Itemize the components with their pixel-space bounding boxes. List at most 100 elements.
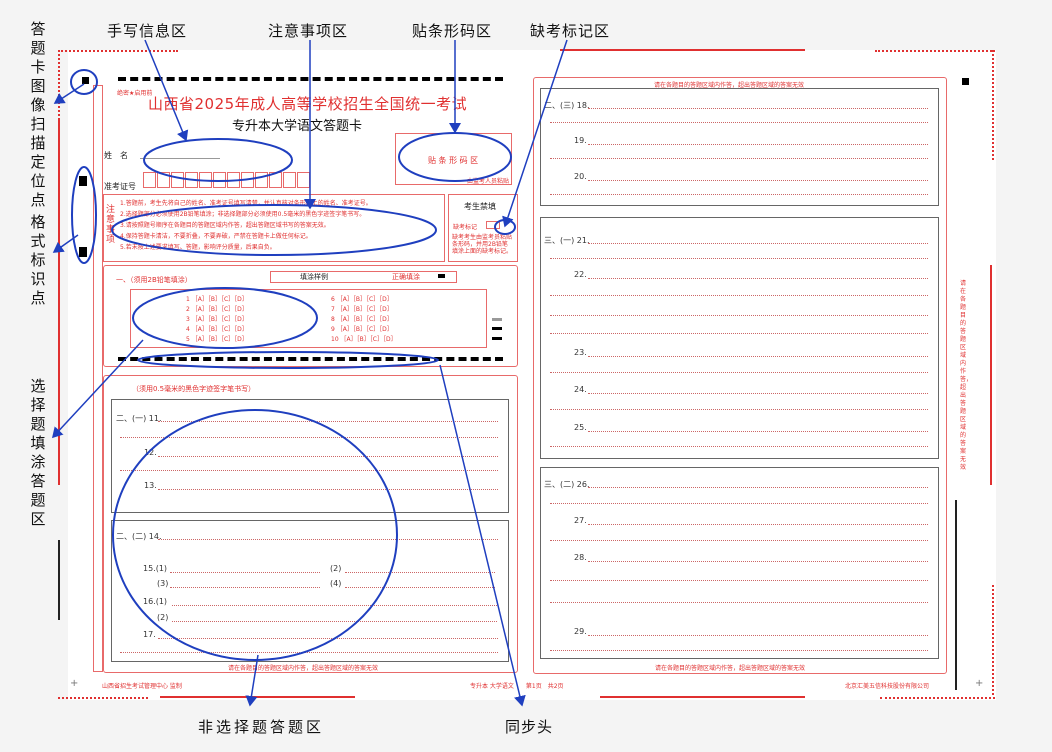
q15-2: (2) [330, 564, 342, 573]
arrow-sync [439, 364, 526, 707]
callout-barcode: 贴条形码区 [412, 22, 493, 40]
q16-1: 16.(1) [143, 597, 168, 606]
choice-row[interactable]: 4 ［A］［B］［C］［D］ [186, 326, 248, 333]
choice-row[interactable]: 3 ［A］［B］［C］［D］ [186, 316, 248, 323]
q12: 12. [144, 448, 157, 457]
sheet-title: 山西省2025年成人高等学校招生全国统一考试 [148, 95, 468, 113]
frame-line-right [990, 265, 992, 485]
choice-mark [492, 327, 502, 330]
frame-line-bottom-right [600, 696, 805, 698]
barcode-sub: 由监考人员粘贴 [467, 178, 510, 185]
sync-dashes [118, 357, 503, 361]
absent-mark-box[interactable] [486, 221, 500, 229]
ellipse-handwriting [143, 138, 293, 182]
arrow-non-choice [245, 654, 259, 707]
answer-line [120, 470, 498, 471]
arrow-absent [502, 39, 568, 228]
q22: 22. [574, 270, 587, 279]
choice-row[interactable]: 8 ［A］［B］［C］［D］ [331, 316, 393, 323]
answer-line [172, 605, 497, 606]
answer-line [550, 650, 928, 651]
left-margin-strip [93, 85, 103, 672]
ellipse-barcode [398, 132, 512, 182]
absent-note: 缺考考生由监考员粘贴条形码，并用2B铅笔填涂上面的缺考标记。 [452, 234, 513, 255]
correct-fill-sample [438, 274, 445, 278]
answer-line [158, 421, 498, 422]
barcode-area [395, 133, 512, 185]
choice-row[interactable]: 10 ［A］［B］［C］［D］ [331, 336, 397, 343]
answer-line [172, 621, 497, 622]
frame-dots-top-left [58, 50, 178, 52]
bottom-warning-right: 请在各题目的答题区域内作答，超出答题区域的答案无效 [655, 665, 806, 672]
answer-box-2-1[interactable] [111, 399, 509, 513]
answer-line [550, 158, 928, 159]
arrow-handwriting [144, 39, 189, 142]
ellipse-absent [494, 219, 516, 235]
choice-row[interactable]: 7 ［A］［B］［C］［D］ [331, 306, 393, 313]
answer-line [158, 638, 498, 639]
note-item: 3.请按照题号顺序在各题目的答题区域内作答，超出答题区域书写的答案无效。 [120, 222, 330, 229]
answer-box-3-2[interactable] [540, 467, 939, 659]
ellipse-scan-locator [70, 69, 98, 95]
absent-label: 缺考标记 [453, 224, 478, 231]
section-2-2: 二、(二) 14. [116, 532, 162, 541]
answer-line [588, 524, 928, 525]
answer-line [170, 587, 320, 588]
answer-line [550, 372, 928, 373]
q23: 23. [574, 348, 587, 357]
right-column [533, 77, 947, 674]
answer-line [550, 315, 928, 316]
fill-example-label: 填涂样例 [300, 273, 328, 281]
choice-grid [130, 289, 487, 348]
q24: 24. [574, 385, 587, 394]
frame-dots-right-top [992, 50, 994, 160]
side-warning: 请在各题目的答题区域内作答，超出答题区域的答案无效 [960, 280, 973, 471]
section-2-1: 二、(一) 11. [116, 414, 162, 423]
answer-line [588, 431, 928, 432]
answer-line [550, 503, 928, 504]
absent-box [448, 194, 518, 262]
choice-row[interactable]: 6 ［A］［B］［C］［D］ [331, 296, 393, 303]
correct-fill-label: 正确填涂 [392, 273, 420, 281]
choice-row[interactable]: 1 ［A］［B］［C］［D］ [186, 296, 248, 303]
frame-dots-top-right [875, 50, 995, 52]
callout-sync: 同步头 [505, 718, 554, 736]
right-top-warning: 请在各题目的答题区域内作答，超出答题区域的答案无效 [654, 82, 805, 89]
choice-heading: 一、（须用2B铅笔填涂） [116, 276, 192, 284]
q15-1: 15.(1) [143, 564, 168, 573]
notes-box [103, 194, 445, 262]
format-mark-top [79, 176, 87, 186]
frame-dots-bottom-right [880, 697, 995, 699]
answer-line [550, 194, 928, 195]
ellipse-format-mark [71, 166, 97, 264]
answer-line [588, 487, 928, 488]
choice-row[interactable]: 5 ［A］［B］［C］［D］ [186, 336, 248, 343]
answer-line [158, 456, 498, 457]
answer-line [588, 561, 928, 562]
note-item: 2.选择题部分必须使用2B铅笔填涂；非选择题部分必须使用0.5毫米的黑色字迹签字… [120, 211, 366, 218]
answer-line [120, 437, 498, 438]
note-item: 4.保持答题卡清洁，不要折叠，不要弄破，严禁在答题卡上做任何标记。 [120, 233, 312, 240]
choice-row[interactable]: 2 ［A］［B］［C］［D］ [186, 306, 248, 313]
name-field[interactable] [140, 158, 220, 159]
answer-box-2-3[interactable] [540, 88, 939, 206]
answer-line [588, 356, 928, 357]
answer-line [588, 108, 928, 109]
answer-box-2-2[interactable] [111, 520, 509, 662]
answer-line [550, 602, 928, 603]
absent-title: 考生禁填 [464, 202, 496, 211]
choice-mark [492, 318, 502, 321]
q19: 19. [574, 136, 587, 145]
q16-2: (2) [157, 613, 169, 622]
callout-absent: 缺考标记区 [530, 22, 611, 40]
callout-scan-locator: 答题卡图像扫描定位点 [30, 20, 46, 209]
choice-row[interactable]: 9 ［A］［B］［C］［D］ [331, 326, 393, 333]
footer-right: 北京汇美五信科技股份有限公司 [845, 683, 930, 690]
crop-mark-right: + [975, 678, 984, 689]
answer-box-3-1[interactable] [540, 217, 939, 459]
fill-example-box [270, 271, 457, 283]
answer-line [550, 122, 928, 123]
answer-line [588, 243, 928, 244]
section-2-3: 二、(三) 18. [544, 101, 590, 110]
